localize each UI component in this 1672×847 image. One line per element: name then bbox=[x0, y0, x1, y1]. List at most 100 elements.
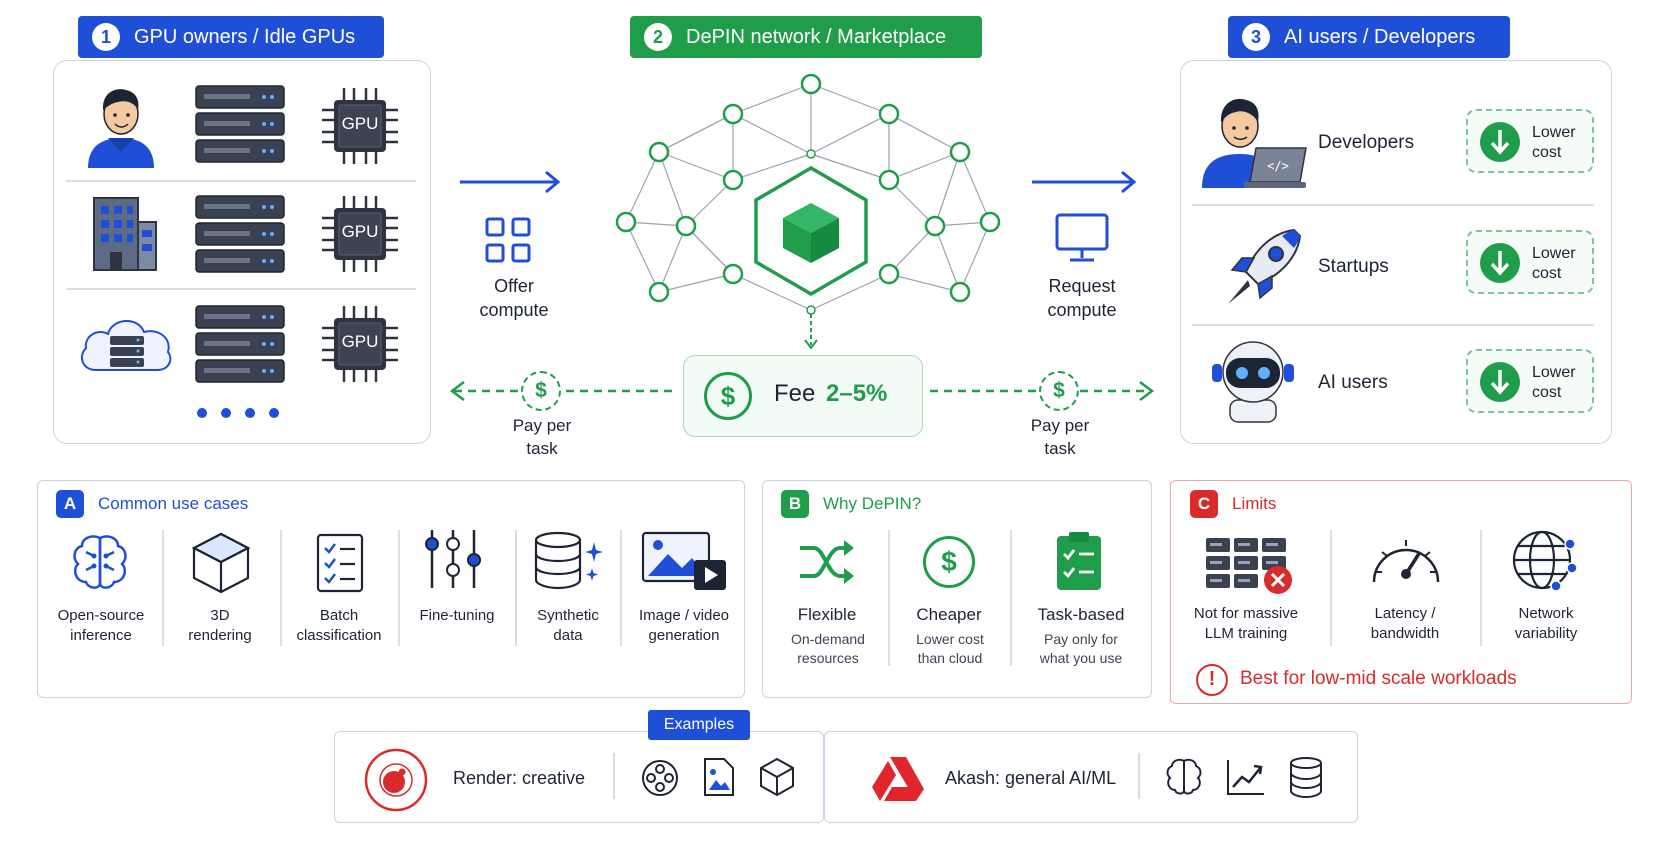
fee-value: 2–5% bbox=[826, 380, 888, 407]
robot-icon bbox=[1212, 341, 1294, 423]
server-rack-icon bbox=[195, 305, 285, 383]
monitor-icon bbox=[1055, 213, 1109, 262]
why-desc: Lower cost than cloud bbox=[916, 631, 984, 666]
section-title: Limits bbox=[1232, 494, 1277, 513]
section-title: GPU owners / Idle GPUs bbox=[134, 25, 356, 48]
divider bbox=[888, 530, 890, 666]
use-case-label: Batch classification bbox=[296, 607, 382, 644]
fee-box: $ Fee 2–5% bbox=[683, 355, 923, 437]
globe-network-icon bbox=[1512, 530, 1578, 592]
akash-logo-icon bbox=[872, 757, 924, 801]
image-file-icon bbox=[704, 758, 734, 796]
brain-icon bbox=[73, 535, 127, 589]
offer-compute-label: Offer compute bbox=[479, 276, 549, 320]
section-tag-gpu-owners: 1 GPU owners / Idle GPUs bbox=[78, 16, 384, 58]
cloud-server-icon bbox=[80, 320, 172, 371]
divider bbox=[613, 753, 615, 799]
divider bbox=[162, 530, 164, 646]
section-title: Why DePIN? bbox=[823, 494, 922, 513]
pay-per-task-label: Pay per task bbox=[1030, 416, 1090, 458]
checklist-icon bbox=[316, 533, 364, 593]
trend-chart-icon bbox=[1227, 760, 1264, 795]
dollar-circle-icon: $ bbox=[923, 536, 975, 588]
arrow-down-dollar-icon bbox=[1480, 122, 1520, 162]
section-title: DePIN network / Marketplace bbox=[686, 25, 947, 48]
arrow-down-dollar-icon bbox=[1480, 362, 1520, 402]
section-number: 2 bbox=[644, 23, 672, 51]
dollar-coin-icon: $ bbox=[1039, 371, 1079, 411]
limits-note: Best for low-mid scale workloads bbox=[1240, 668, 1517, 689]
divider bbox=[66, 180, 416, 182]
section-number: 3 bbox=[1242, 23, 1270, 51]
arrow-down-dollar-icon bbox=[1480, 243, 1520, 283]
lower-cost-label: Lower cost bbox=[1532, 364, 1576, 401]
gpu-chip-label: GPU bbox=[341, 332, 379, 351]
task-clipboard-icon bbox=[1057, 532, 1101, 590]
speedometer-icon bbox=[1372, 540, 1440, 583]
section-tag-ai-users: 3 AI users / Developers bbox=[1228, 16, 1510, 58]
brain-outline-icon bbox=[1166, 758, 1202, 795]
dollar-icon: $ bbox=[704, 372, 752, 420]
divider bbox=[398, 530, 400, 646]
rocket-icon bbox=[1228, 228, 1302, 304]
use-case-label: Synthetic data bbox=[537, 607, 599, 644]
offer-arrow bbox=[460, 170, 561, 194]
user-label: Startups bbox=[1318, 256, 1389, 277]
why-title: Task-based bbox=[1037, 605, 1125, 624]
film-reel-icon bbox=[642, 760, 678, 796]
pay-arrow-right bbox=[930, 381, 1155, 401]
image-video-icon bbox=[641, 531, 726, 590]
why-title: Flexible bbox=[797, 605, 857, 624]
section-badge: B bbox=[781, 490, 809, 518]
divider bbox=[280, 530, 282, 646]
pay-arrow-left bbox=[449, 381, 676, 401]
gpu-chip-label: GPU bbox=[341, 222, 379, 241]
use-case-label: Open-source inference bbox=[57, 607, 145, 644]
cube-outline-icon bbox=[760, 757, 794, 797]
gpu-chip-label: GPU bbox=[341, 114, 379, 133]
divider bbox=[515, 530, 517, 646]
shuffle-icon bbox=[800, 540, 854, 584]
lower-cost-badge: Lower cost bbox=[1466, 109, 1594, 173]
request-arrow bbox=[1032, 170, 1137, 194]
limit-label: Latency / bandwidth bbox=[1370, 605, 1440, 642]
user-label: Developers bbox=[1318, 132, 1415, 153]
lower-cost-badge: Lower cost bbox=[1466, 349, 1594, 413]
section-badge: A bbox=[56, 490, 84, 518]
divider bbox=[1138, 753, 1140, 799]
section-title: AI users / Developers bbox=[1284, 25, 1476, 48]
use-cases-header: A Common use cases bbox=[56, 490, 248, 518]
render-label: Render: creative bbox=[453, 768, 586, 788]
person-icon bbox=[88, 89, 154, 168]
limits-panel bbox=[1170, 480, 1632, 704]
divider bbox=[1480, 530, 1482, 646]
lower-cost-label: Lower cost bbox=[1532, 245, 1576, 282]
why-depin-header: B Why DePIN? bbox=[781, 490, 921, 518]
divider bbox=[620, 530, 622, 646]
limit-label: Not for massive LLM training bbox=[1193, 605, 1299, 642]
use-case-label: Fine-tuning bbox=[419, 607, 495, 624]
use-case-label: 3D rendering bbox=[188, 607, 252, 644]
gpu-chip-icon: GPU bbox=[320, 304, 400, 384]
sliders-icon bbox=[425, 530, 481, 588]
section-tag-network: 2 DePIN network / Marketplace bbox=[630, 16, 982, 58]
use-case-label: Image / video generation bbox=[638, 607, 730, 644]
examples-tag: Examples bbox=[648, 710, 750, 740]
section-badge: C bbox=[1190, 490, 1218, 518]
divider bbox=[1330, 530, 1332, 646]
why-desc: Pay only for what you use bbox=[1039, 631, 1123, 666]
limit-label: Network variability bbox=[1514, 605, 1578, 642]
divider bbox=[1010, 530, 1012, 666]
depin-network-graph bbox=[615, 73, 1001, 350]
divider bbox=[1192, 204, 1594, 206]
warning-icon: ! bbox=[1196, 664, 1228, 696]
server-rack-icon bbox=[195, 85, 285, 163]
database-icon bbox=[1290, 757, 1322, 799]
section-number: 1 bbox=[92, 23, 120, 51]
divider bbox=[66, 288, 416, 290]
fee-label: Fee bbox=[774, 380, 816, 407]
server-rack-icon bbox=[195, 195, 285, 273]
grid-apps-icon bbox=[485, 217, 531, 263]
limits-header: C Limits bbox=[1190, 490, 1276, 518]
render-logo-icon bbox=[364, 748, 428, 812]
